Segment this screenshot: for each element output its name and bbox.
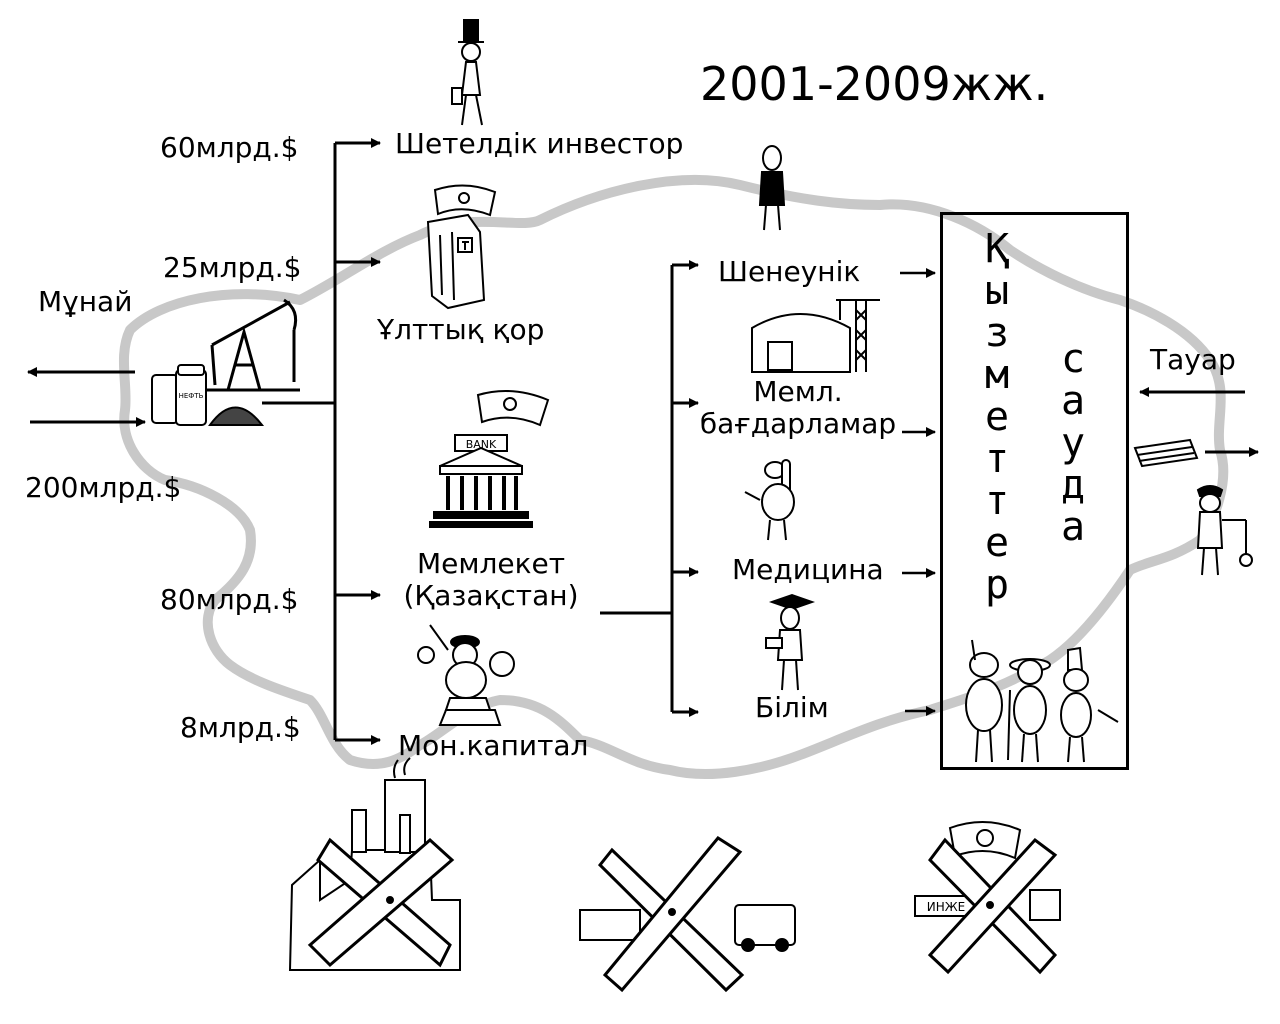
crossed-agriculture-icon bbox=[579, 836, 796, 993]
recipient-national-fund: Ұлттық қор bbox=[377, 313, 545, 346]
state-branch-programs-line2: бағдарламар bbox=[699, 407, 897, 440]
recipient-state: Мемлекет (Қазақстан) bbox=[395, 548, 587, 612]
services-trade-box bbox=[940, 212, 1129, 770]
amount-state: 80млрд.$ bbox=[160, 583, 299, 616]
tower-building-icon bbox=[426, 213, 486, 310]
services-letter: е bbox=[984, 520, 1010, 566]
services-letter: е bbox=[984, 394, 1010, 440]
state-branch-official: Шенеунік bbox=[718, 255, 861, 288]
crossed-factory-icon bbox=[288, 757, 461, 971]
oil-pump-icon bbox=[205, 298, 300, 392]
oil-barrels-icon: НЕФТЬ bbox=[151, 364, 265, 426]
services-letter: ы bbox=[984, 268, 1010, 314]
crossed-engineering-icon: ИНЖЕ bbox=[914, 820, 1061, 975]
svg-text:BANK: BANK bbox=[466, 438, 497, 451]
services-letter: з bbox=[984, 310, 1010, 356]
state-branch-programs-line1: Мемл. bbox=[753, 375, 843, 408]
flag-icon bbox=[433, 184, 497, 217]
recipient-state-line2: (Қазақстан) bbox=[403, 579, 579, 612]
state-branch-programs: Мемл. бағдарламар bbox=[693, 376, 903, 440]
services-letter: т bbox=[984, 478, 1010, 524]
recipient-foreign-investor: Шетелдік инвестор bbox=[395, 127, 684, 160]
police-officer-icon bbox=[1196, 485, 1253, 576]
svg-text:ИНЖЕ: ИНЖЕ bbox=[927, 900, 966, 914]
trade-letter: д bbox=[1060, 462, 1086, 508]
amount-national-fund: 25млрд.$ bbox=[163, 251, 302, 284]
trade-letter: а bbox=[1060, 378, 1086, 424]
amount-investor: 60млрд.$ bbox=[160, 131, 299, 164]
services-letter: м bbox=[984, 352, 1010, 398]
capitalist-money-bags-icon bbox=[417, 624, 515, 726]
svg-text:НЕФТЬ: НЕФТЬ bbox=[179, 392, 204, 400]
trade-letter: а bbox=[1060, 504, 1086, 550]
official-figure-icon bbox=[758, 145, 786, 231]
workers-group-icon bbox=[965, 639, 1119, 763]
trade-letter: у bbox=[1060, 420, 1086, 466]
state-branch-medicine: Медицина bbox=[732, 553, 884, 586]
bank-building-icon: BANK bbox=[429, 434, 533, 528]
oil-label: Мұнай bbox=[38, 285, 133, 318]
goods-label: Тауар bbox=[1150, 343, 1236, 376]
amount-monopoly-capital: 8млрд.$ bbox=[180, 711, 301, 744]
income-amount: 200млрд.$ bbox=[25, 471, 182, 504]
doctor-thermometer-icon bbox=[744, 459, 795, 541]
recipient-state-line1: Мемлекет bbox=[416, 547, 566, 580]
diagram-title: 2001-2009жж. bbox=[700, 57, 1049, 111]
trade-letter: с bbox=[1060, 336, 1086, 382]
investor-figure-icon bbox=[451, 19, 484, 126]
services-letter: т bbox=[984, 436, 1010, 482]
services-letter: р bbox=[984, 562, 1010, 608]
warehouse-crane-icon bbox=[751, 299, 880, 373]
flag-icon bbox=[476, 390, 550, 427]
graduate-student-icon bbox=[765, 593, 816, 691]
services-letter: Қ bbox=[984, 226, 1010, 272]
state-branch-education: Білім bbox=[755, 691, 829, 724]
recipient-monopoly-capital: Мон.капитал bbox=[398, 729, 589, 762]
money-stack-icon bbox=[1133, 438, 1199, 468]
